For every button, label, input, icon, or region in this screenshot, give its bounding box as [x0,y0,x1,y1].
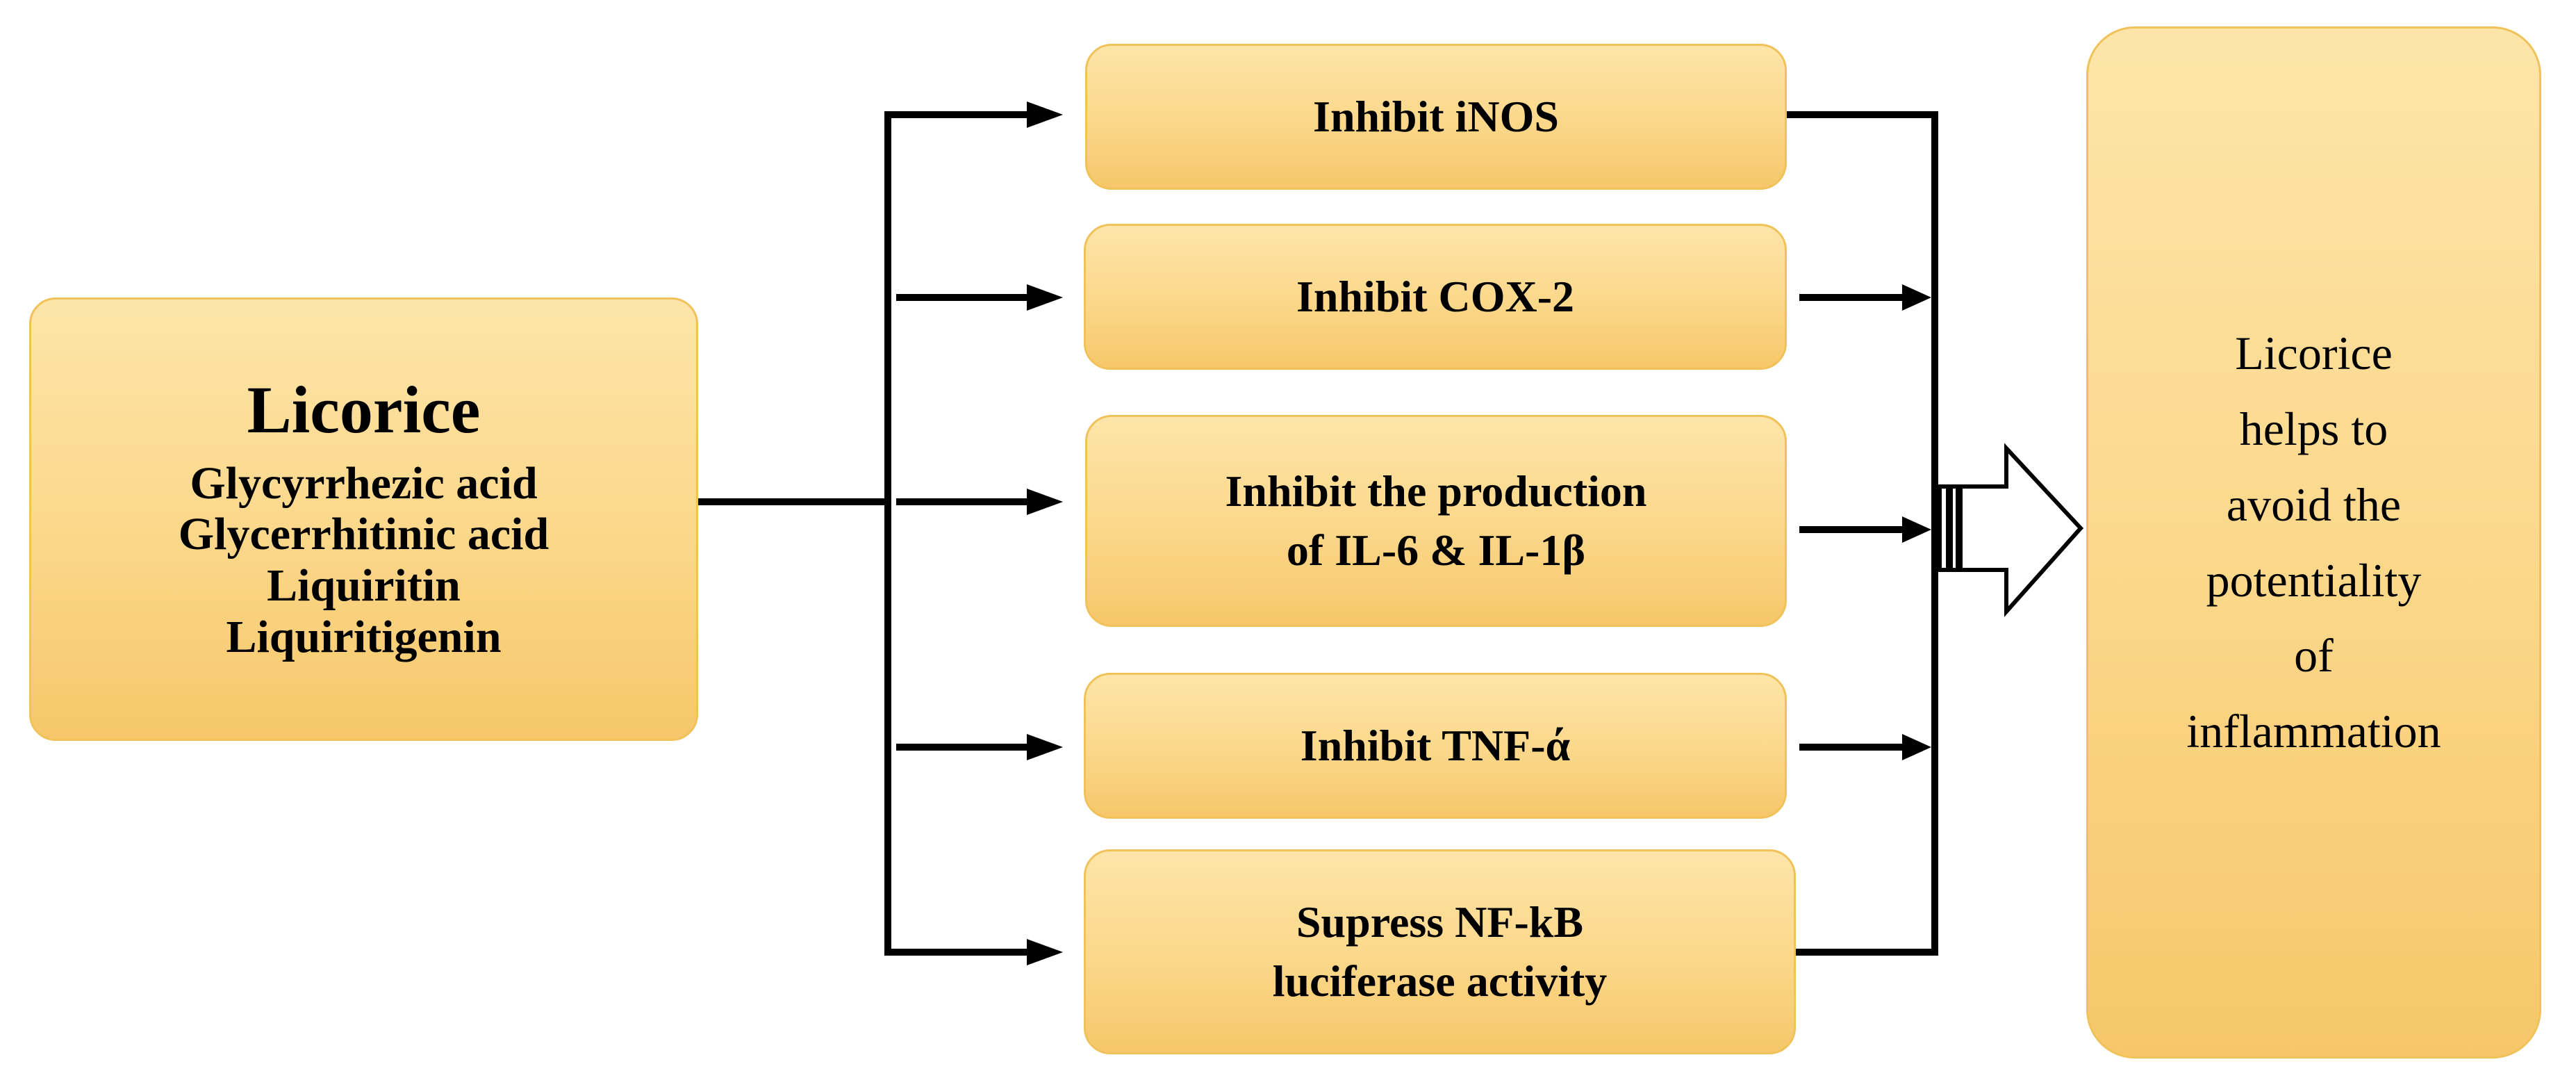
effect-tnf-line-1: Inhibit TNF-ά [1300,720,1571,770]
arrowhead-out-4 [1902,734,1931,760]
hollow-arrow-stripe-2 [1949,484,1960,572]
hollow-arrow-stripe-1 [1938,484,1950,572]
effect-inos-line-1: Inhibit iNOS [1313,91,1559,141]
source-title: Licorice [247,372,481,447]
source-compound-1: Glycyrrhezic acid [190,457,538,509]
outcome-line-3: avoid the [2226,477,2402,531]
arrowhead-branch-2 [1027,284,1063,311]
arrowhead-branch-1 [1027,101,1063,128]
effect-box-il6: Inhibit the production of IL-6 & IL-1β [1085,415,1787,627]
outcome-line-1: Licorice [2235,327,2393,380]
outcome-line-5: of [2294,629,2334,683]
arrowhead-branch-3 [1027,489,1063,515]
source-compound-3: Liquiritin [267,560,461,612]
source-compound-2: Glycerrhitinic acid [178,509,550,560]
outcome-line-6: inflammation [2186,705,2441,758]
hollow-arrow [1958,443,2084,617]
effect-nfkb-line-2: luciferase activity [1272,956,1608,1006]
outcome-box: Licorice helps to avoid the potentiality… [2086,26,2541,1059]
outcome-line-2: helps to [2239,402,2388,455]
effect-box-nfkb: Supress NF-kB luciferase activity [1084,849,1796,1054]
effect-box-tnf: Inhibit TNF-ά [1084,673,1787,819]
arrowhead-branch-4 [1027,734,1063,760]
effect-box-inos: Inhibit iNOS [1085,44,1787,190]
effect-cox2-line-1: Inhibit COX-2 [1296,271,1575,321]
effect-il6-line-2: of IL-6 & IL-1β [1286,525,1586,575]
effect-nfkb-line-1: Supress NF-kB [1296,897,1584,947]
arrowhead-branch-5 [1027,939,1063,965]
outcome-line-4: potentiality [2206,553,2422,607]
arrowhead-out-3 [1902,516,1931,543]
effect-il6-line-1: Inhibit the production [1225,466,1647,516]
arrowhead-out-2 [1902,284,1931,311]
source-compound-4: Liquiritigenin [226,612,502,663]
source-box: Licorice Glycyrrhezic acid Glycerrhitini… [29,297,698,741]
effect-box-cox2: Inhibit COX-2 [1084,224,1787,370]
